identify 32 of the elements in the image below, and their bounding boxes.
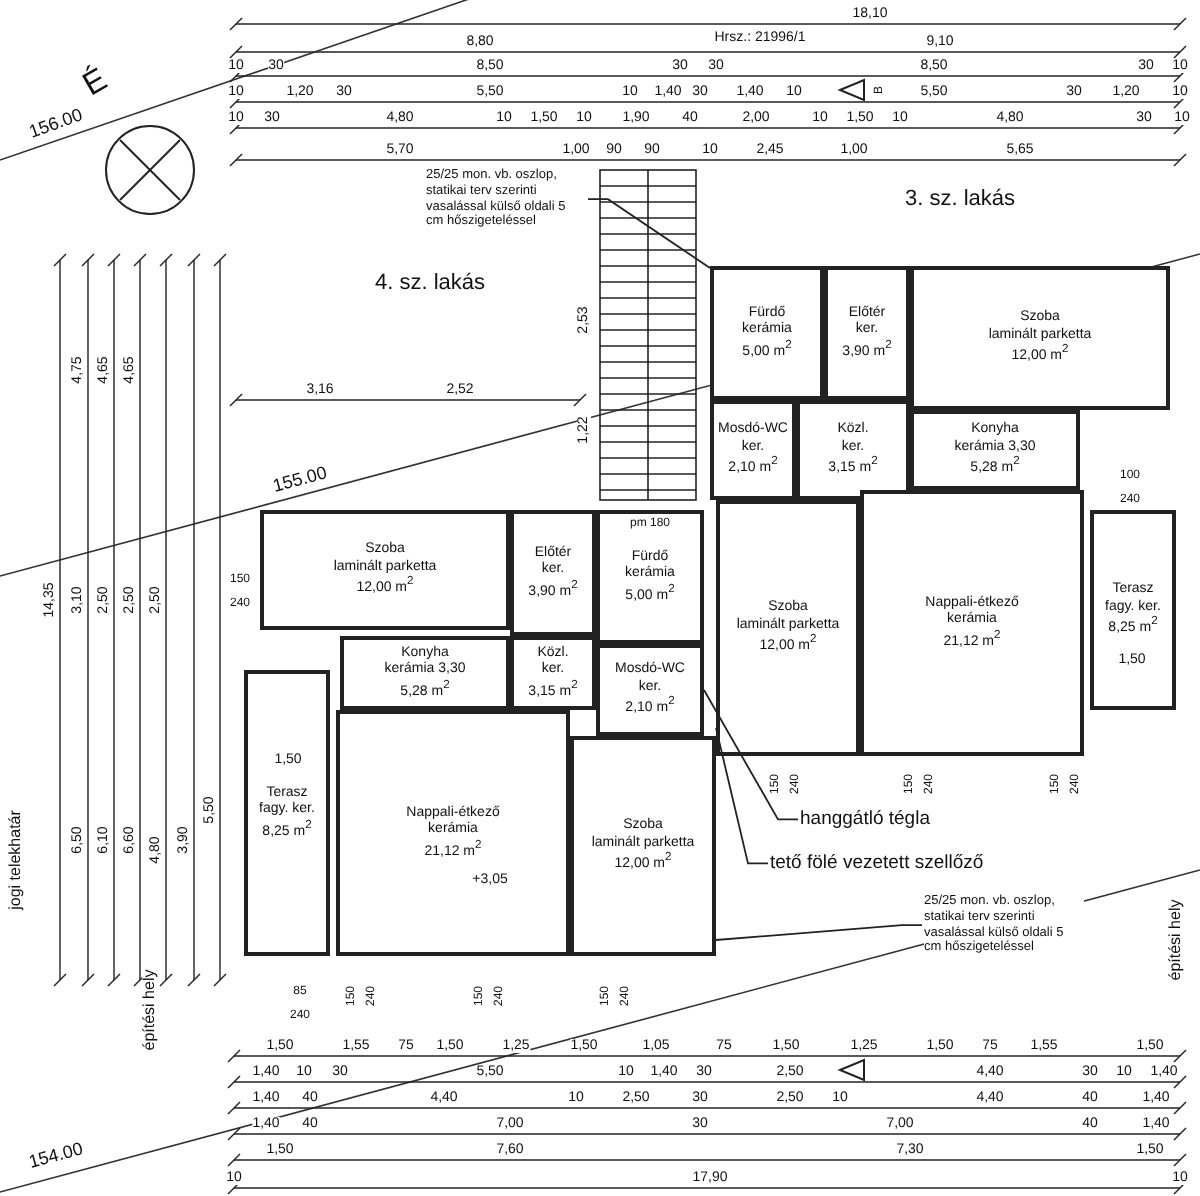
- annotation-text: hanggátló tégla: [800, 808, 930, 831]
- room: [510, 510, 596, 636]
- room: [796, 400, 910, 500]
- leader-line: [715, 727, 769, 865]
- room: [710, 400, 796, 500]
- room: [716, 500, 860, 756]
- room: [260, 510, 510, 630]
- room: [510, 636, 596, 710]
- elevation-label: 156.00: [27, 106, 85, 142]
- room: [596, 644, 704, 736]
- elevation-label: 155.00: [271, 464, 329, 496]
- apartment-label: 3. sz. lakás: [904, 189, 1016, 211]
- room: [860, 490, 1084, 756]
- room: [340, 636, 510, 710]
- room: [1090, 510, 1176, 710]
- leader-line: [715, 924, 923, 941]
- room: [824, 266, 910, 400]
- room: [910, 410, 1080, 490]
- room: [596, 510, 704, 644]
- room: [570, 736, 716, 956]
- setback-label: építési hely: [142, 969, 158, 1051]
- room: [710, 266, 824, 400]
- annotation-text: tető fölé vezetett szellőző: [770, 852, 984, 875]
- room: [244, 670, 330, 956]
- boundary-label: jogi telekhatár: [8, 810, 24, 910]
- leader-line: [703, 689, 799, 821]
- leader-line: [587, 198, 711, 269]
- setback-label: építési hely: [1168, 899, 1184, 981]
- room: [336, 710, 570, 956]
- room: [910, 266, 1170, 410]
- elevation-label: 154.00: [27, 1140, 85, 1172]
- apartment-label: 4. sz. lakás: [374, 273, 486, 295]
